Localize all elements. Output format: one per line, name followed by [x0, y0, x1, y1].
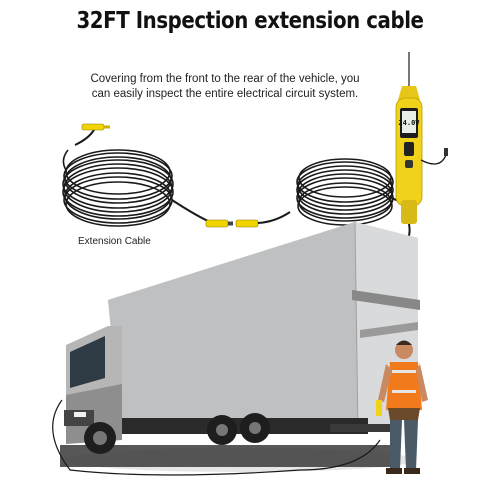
- middle-connectors: [205, 211, 291, 228]
- extension-cable-label: Extension Cable: [78, 236, 151, 247]
- tester-display-readout: 24.0V: [398, 119, 420, 127]
- description-line-2: can easily inspect the entire electrical…: [91, 88, 359, 100]
- description-line-1: Covering from the front to the rear of t…: [90, 73, 360, 85]
- left-cable-top-connector: [81, 123, 110, 131]
- truck: [64, 221, 420, 454]
- headline: 32FT Inspection extension cable: [76, 8, 424, 34]
- description: Covering from the front to the rear of t…: [60, 72, 390, 102]
- worker: [376, 340, 428, 474]
- right-cable-coil: [296, 158, 413, 226]
- left-cable-coil: [62, 127, 211, 227]
- circuit-tester: 24.0V: [395, 52, 448, 251]
